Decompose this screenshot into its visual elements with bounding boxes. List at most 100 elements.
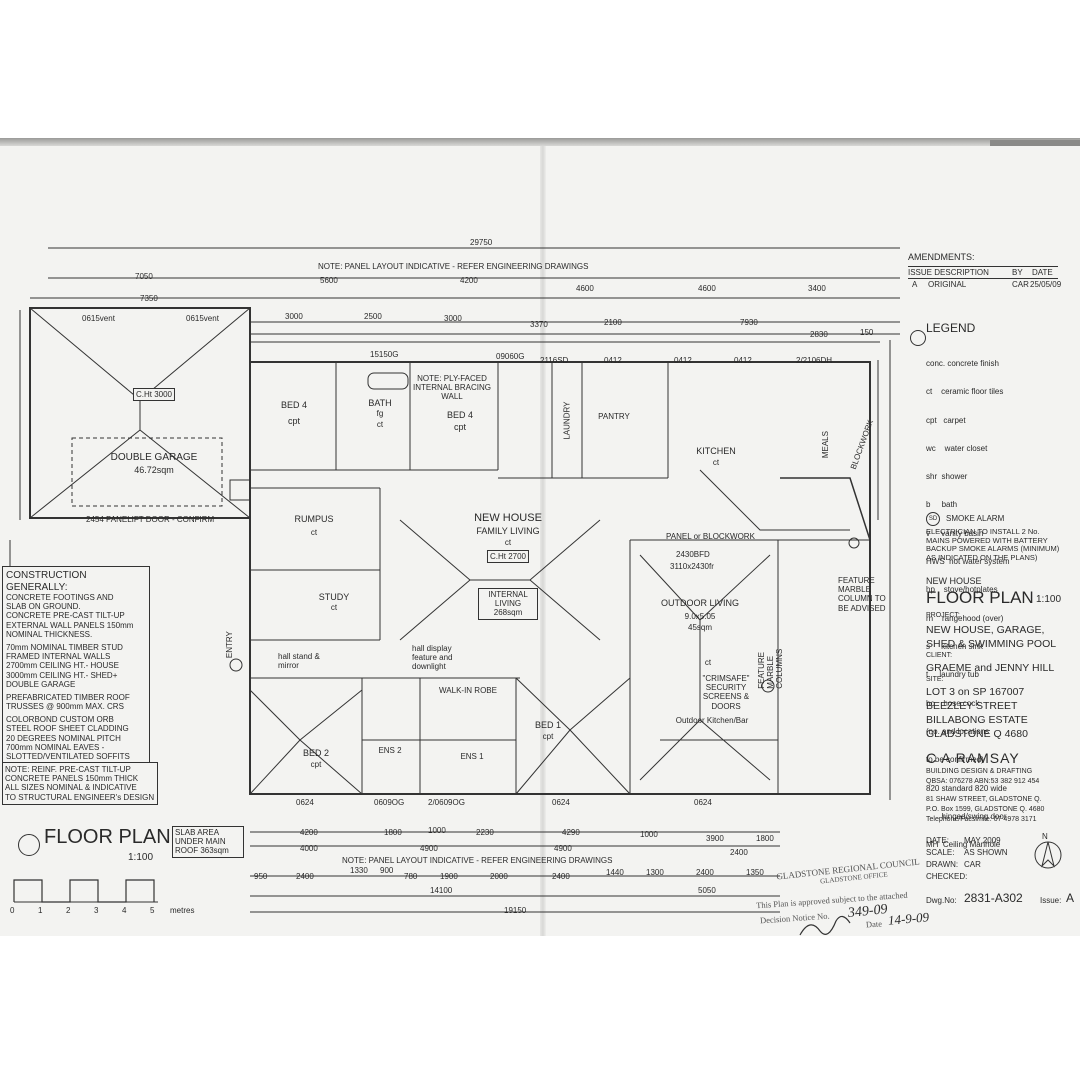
header-note: NOTE: PANEL LAYOUT INDICATIVE - REFER EN… — [318, 262, 589, 271]
dim: 14100 — [430, 886, 453, 895]
smoke-alarm-icon: SD — [926, 512, 940, 526]
construction-line: EXTERNAL WALL PANELS 150mm — [6, 620, 134, 630]
note-line: ALL SIZES NOMINAL & INDICATIVE — [5, 783, 137, 793]
window-label: 3110x2430fr — [670, 562, 714, 571]
date-value: MAY 2009 — [964, 836, 1001, 845]
construction-line: DOUBLE GARAGE — [6, 679, 76, 689]
electrician-line: BACKUP SMOKE ALARMS (MINIMUM) — [926, 544, 1060, 554]
issue-value: A — [1066, 891, 1075, 905]
project-line: SHED & SWIMMING POOL — [926, 638, 1057, 650]
construction-notes: CONSTRUCTION GENERALLY: CONCRETE FOOTING… — [2, 566, 150, 766]
outdoor-area: 45sqm — [687, 623, 713, 632]
checked-label: CHECKED: — [926, 872, 968, 881]
page-top-edge — [0, 138, 1080, 148]
window-label: 2/0609OG — [428, 798, 465, 807]
window-label: 15150G — [370, 350, 399, 359]
designer-line: QBSA: 076278 ABN:53 382 912 454 — [926, 778, 1040, 785]
signature-icon — [799, 915, 851, 936]
window-label: 0624 — [694, 798, 712, 807]
scale-tick: 1 — [38, 906, 43, 915]
floor-finish: cpt — [453, 422, 467, 432]
sheet-fold — [540, 146, 546, 936]
dim: 2100 — [604, 318, 622, 327]
dim: 900 — [380, 866, 394, 875]
dim: 5050 — [698, 886, 716, 895]
dim: 3000 — [444, 314, 462, 323]
floor-finish: ct — [504, 538, 512, 547]
panelift-door-label: 2454 PANELIFT DOOR - CONFIRM — [86, 515, 215, 524]
legend-title: LEGEND — [926, 321, 976, 335]
dim: 1300 — [646, 868, 664, 877]
date-label: DATE: — [926, 836, 949, 845]
window-label: 0412 — [674, 356, 692, 365]
scale-tick: 0 — [10, 906, 15, 915]
floor-finish: ct — [330, 603, 338, 612]
title-scale: 1:100 — [1036, 594, 1062, 605]
garage-area: 46.72sqm — [134, 465, 174, 475]
room-ens1: ENS 1 — [460, 752, 484, 761]
room-bath: BATH — [368, 398, 392, 408]
window-label: 09060G — [496, 352, 525, 361]
floor-plan-title: FLOOR PLAN — [44, 826, 171, 848]
dim: 1440 — [606, 868, 624, 877]
dim: 1000 — [428, 826, 446, 835]
floor-finish: fg — [376, 409, 384, 418]
window-label: 2116SD — [540, 356, 569, 365]
amendment-by: CAR — [1012, 280, 1029, 289]
amendments-col: DESCRIPTION — [934, 268, 989, 277]
north-arrow-icon — [1034, 841, 1062, 869]
electrician-line: ELECTRICIAN TO INSTALL 2 No. — [926, 527, 1040, 536]
room-ens2: ENS 2 — [378, 746, 402, 755]
dim: 2400 — [730, 848, 748, 857]
dim: 2830 — [810, 330, 828, 339]
window-label: 0412 — [734, 356, 752, 365]
dim: 2400 — [696, 868, 714, 877]
dim: 1900 — [440, 872, 458, 881]
room-kitchen: KITCHEN — [696, 446, 736, 456]
legend-item: conc. concrete finish — [926, 358, 999, 368]
construction-line: PREFABRICATED TIMBER ROOF — [6, 692, 130, 702]
dim: 4290 — [562, 828, 580, 837]
floor-finish: ct — [712, 458, 720, 467]
room-walkin-robe: WALK-IN ROBE — [439, 686, 497, 695]
legend-item: wc water closet — [926, 443, 988, 453]
construction-line: 20 DEGREES NOMINAL PITCH — [6, 733, 121, 743]
legend-item: rh rangehood (over) — [926, 613, 1004, 623]
site-line: LOT 3 on SP 167007 — [926, 686, 1025, 698]
room-outdoor-living: OUTDOOR LIVING — [660, 598, 740, 608]
floor-finish: ct — [376, 420, 384, 429]
dim: 1350 — [746, 868, 764, 877]
smoke-alarm-label: SMOKE ALARM — [946, 514, 1005, 523]
amendment-desc: ORIGINAL — [928, 280, 967, 289]
construction-line: 3000mm CEILING HT.- SHED+ — [6, 670, 118, 680]
electrician-note: ELECTRICIAN TO INSTALL 2 No. MAINS POWER… — [926, 527, 1060, 563]
designer-name: C A RAMSAY — [926, 750, 1020, 766]
drawn-value: CAR — [964, 860, 981, 869]
internal-living-name: INTERNAL LIVING — [488, 590, 528, 609]
room-bed4a: BED 4 — [280, 400, 308, 410]
dim: 2000 — [490, 872, 508, 881]
dim: 7930 — [740, 318, 758, 327]
room-family-living: FAMILY LIVING — [476, 526, 540, 536]
dim: 2400 — [296, 872, 314, 881]
construction-line: 70mm NOMINAL TIMBER STUD — [6, 642, 123, 652]
dim: 1000 — [640, 830, 658, 839]
new-house-label: NEW HOUSE — [474, 512, 542, 524]
construction-line: TRUSSES @ 900mm MAX. CRS — [6, 702, 124, 712]
floor-finish: cpt — [287, 416, 301, 426]
legend-item: s kitchen sink — [926, 642, 983, 651]
dim: 3400 — [808, 284, 826, 293]
electrician-line: AS INDICATED ON THE PLANS) — [926, 552, 1038, 562]
dwg-label: Dwg.No: — [926, 896, 957, 905]
window-label: 0615vent — [82, 314, 115, 323]
legend-item: MH Ceiling Manhole — [926, 840, 1001, 850]
scale-tick: 2 — [66, 906, 71, 915]
project-line: NEW HOUSE, GARAGE, — [926, 624, 1045, 636]
construction-line: CONCRETE PRE-CAST TILT-UP — [6, 611, 125, 621]
construction-line: COLORBOND CUSTOM ORB — [6, 715, 114, 725]
construction-title: CONSTRUCTION GENERALLY: — [6, 570, 87, 593]
window-label: 2/2106DH — [796, 356, 833, 365]
address-line: 81 SHAW STREET, GLADSTONE Q. — [926, 796, 1042, 803]
dim: 4200 — [460, 276, 478, 285]
panel-blockwork-label: PANEL or BLOCKWORK — [666, 532, 755, 541]
